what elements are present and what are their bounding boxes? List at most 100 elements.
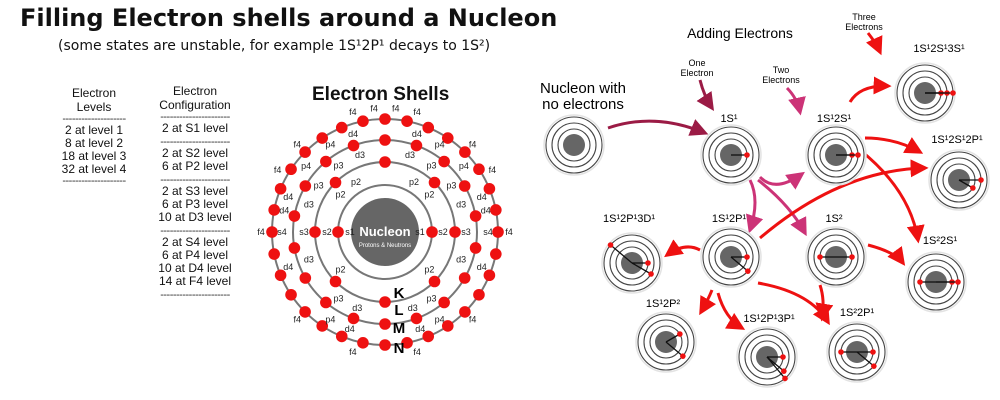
mini-atom-1s12s1	[805, 124, 867, 186]
shell-letter-m: M	[393, 320, 406, 337]
divider: ----------------------	[160, 111, 230, 123]
orbital-label-d4: d4	[283, 262, 293, 272]
mini-atom-1s12p2	[635, 311, 697, 373]
electron-dot	[379, 339, 391, 351]
config-group: 2 at S4 level 6 at P4 level 10 at D4 lev…	[154, 236, 236, 288]
electron-dot	[299, 180, 312, 192]
electron-dot	[285, 163, 297, 176]
electron-dot	[379, 318, 391, 330]
arrow-1s12p1-to-1s12s12p1	[759, 159, 929, 240]
orbital-label-d4: d4	[348, 129, 358, 139]
state-label-1s22s1: 1S²2S¹	[923, 235, 958, 247]
note-three-line2: Electrons	[845, 22, 883, 32]
divider: --------------------	[62, 175, 126, 187]
config-row: 2 at S4 level	[161, 235, 229, 249]
arrow-to-1s12p2	[699, 289, 717, 316]
orbital-label-p3: p3	[334, 161, 344, 171]
orbital-label-p4: p4	[435, 140, 445, 150]
orbital-label-d4: d4	[477, 192, 487, 202]
mini-atom-1s1	[700, 124, 762, 186]
electron-dot	[266, 226, 278, 238]
mini-electron	[970, 185, 976, 191]
config-group: 2 at S1 level	[154, 122, 236, 135]
note-two-line2: Electrons	[762, 75, 800, 85]
mini-electron	[745, 268, 751, 274]
electron-dot	[469, 210, 482, 222]
mini-electron	[744, 152, 750, 158]
electron-dot	[329, 275, 342, 288]
electron-dot	[316, 132, 329, 144]
orbital-label-p2: p2	[336, 190, 346, 200]
electron-dot	[401, 337, 413, 349]
two-electrons-pointer-arrow	[785, 86, 806, 116]
mini-atom-1s12p13p1	[736, 326, 798, 388]
orbital-label-d3: d3	[405, 150, 415, 160]
mini-electron	[782, 375, 788, 382]
orbital-label-d3: d3	[408, 303, 418, 313]
config-row: 10 at D4 level	[158, 261, 232, 275]
config-row: 2 at S3 level	[161, 184, 229, 198]
state-label-1s12s1: 1S¹2S¹	[817, 113, 852, 125]
electron-dot	[268, 204, 280, 216]
mini-electron	[645, 260, 651, 266]
config-heading-line1: Electron	[172, 84, 218, 98]
state-label-1s12p13p1: 1S¹2P¹3P¹	[743, 313, 795, 325]
electron-dot	[379, 113, 391, 125]
electron-dot	[473, 163, 485, 176]
mini-electron	[950, 90, 956, 96]
orbital-label-p4: p4	[325, 140, 335, 150]
mini-electron	[849, 254, 855, 260]
state-label-1s12s13s1: 1S¹2S¹3S¹	[913, 43, 965, 55]
state-label-1s1: 1S¹	[720, 113, 737, 125]
orbital-label-p2: p2	[424, 264, 434, 274]
arrow-1s2-to-1s22s1	[867, 243, 906, 266]
orbital-label-f4: f4	[489, 165, 497, 175]
electron-dot	[483, 182, 496, 195]
mini-atom-1s2	[805, 226, 867, 288]
electron-dot	[490, 248, 502, 260]
orbital-label-s1: s1	[345, 227, 355, 237]
mini-electron	[781, 368, 787, 374]
electron-dot	[438, 296, 450, 309]
electron-dot	[458, 272, 471, 284]
electron-dot	[428, 275, 441, 288]
orbital-label-f4: f4	[469, 139, 477, 149]
arrow-to-1s12p13p1	[716, 292, 746, 330]
electron-dot	[469, 242, 482, 254]
electron-dot	[357, 115, 369, 127]
state-label-1s12p13d1: 1S¹2P¹3D¹	[603, 213, 655, 225]
three-electrons-pointer-arrow	[865, 32, 883, 56]
divider: ----------------------	[160, 174, 230, 186]
electron-dot	[288, 242, 301, 254]
electron-dot	[438, 155, 450, 168]
orbital-label-f4: f4	[294, 139, 302, 149]
electron-dot	[309, 226, 321, 238]
levels-row: 8 at level 2	[64, 136, 124, 150]
orbital-label-p3: p3	[426, 161, 436, 171]
electron-dot	[426, 226, 438, 238]
orbital-label-p3: p3	[446, 181, 456, 191]
mini-atom-1s12s13s1	[894, 62, 956, 124]
mini-atom-1s22s1	[905, 251, 967, 313]
shell-letter-k: K	[394, 285, 405, 302]
electron-dot	[379, 134, 391, 146]
mini-atoms	[543, 62, 990, 388]
electron-dot	[329, 176, 342, 189]
orbital-label-d3: d3	[304, 255, 314, 265]
note-one-line1: One	[688, 58, 705, 68]
orbital-label-p3: p3	[426, 293, 436, 303]
orbital-label-f4: f4	[294, 315, 302, 325]
orbital-label-p2: p2	[424, 190, 434, 200]
orbital-label-p4: p4	[325, 314, 335, 324]
mini-atom-1s12s12p1	[928, 149, 990, 211]
arrow-1s2-to-1s22p1	[815, 284, 834, 322]
orbital-label-f4: f4	[274, 165, 282, 175]
electron-dot	[299, 272, 312, 284]
electron-dot	[459, 146, 471, 158]
orbital-label-p3: p3	[314, 181, 324, 191]
mini-electron	[871, 363, 877, 369]
start-label-line1: Nucleon with	[540, 80, 626, 97]
orbital-label-s2: s2	[322, 227, 332, 237]
mini-atom-1s22p1	[826, 321, 888, 383]
